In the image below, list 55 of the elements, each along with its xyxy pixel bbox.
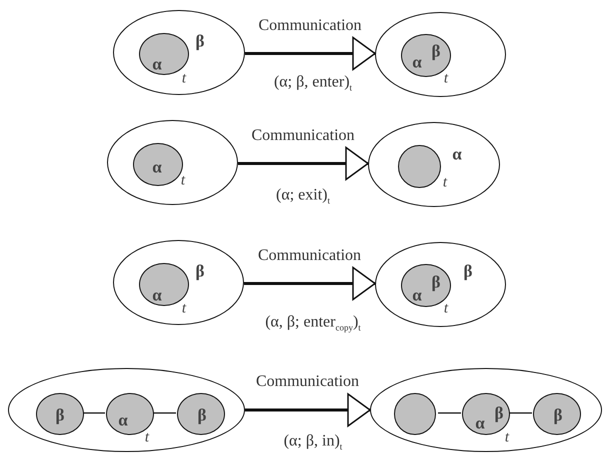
- membrane-circle: [462, 393, 510, 435]
- membrane-tag: t: [444, 302, 448, 316]
- membrane-tag: t: [180, 174, 186, 188]
- rule-label: (α; β, enter)$_{t}$: [272, 73, 354, 93]
- membrane-label: α: [412, 286, 422, 304]
- arrow: [245, 393, 371, 427]
- membrane-circle: [533, 393, 581, 435]
- rule-label: (α; β, in)$_{t}$: [282, 432, 344, 452]
- connector-line: [438, 412, 461, 414]
- membrane-ellipse: [113, 240, 244, 325]
- rule-label: (α; exit)$_{t}$: [274, 186, 332, 206]
- membrane-label: α: [152, 56, 162, 72]
- membrane-label: α: [475, 414, 485, 432]
- membrane-circle: [106, 393, 154, 435]
- membrane-label: β: [56, 406, 64, 424]
- membrane-label: β: [196, 262, 204, 280]
- connector-line: [153, 412, 176, 414]
- membrane-circle: [398, 145, 440, 188]
- membrane-tag: t: [182, 302, 186, 316]
- membrane-ellipse: [107, 120, 238, 205]
- membrane-label: α: [152, 286, 162, 304]
- membrane-circle: [394, 393, 436, 435]
- membrane-label: β: [432, 274, 440, 290]
- arrow: [245, 36, 376, 70]
- membrane-circle: [133, 143, 183, 186]
- membrane-circle: [139, 33, 189, 75]
- membrane-ellipse: [375, 12, 506, 97]
- membrane-circle: [36, 393, 84, 435]
- membrane-circle: [139, 263, 189, 306]
- membrane-ellipse: [8, 368, 245, 452]
- membrane-tag: t: [504, 430, 510, 446]
- membrane-tag: t: [182, 72, 186, 86]
- rule-label: (α, β; enter$_{copy}$)$_{t}$: [263, 313, 363, 333]
- membrane-ellipse: [370, 368, 602, 452]
- membrane-ellipse: [368, 122, 500, 207]
- membrane-ellipse: [113, 10, 245, 95]
- connector-line: [83, 412, 105, 414]
- membrane-label: β: [464, 262, 472, 280]
- membrane-label: α: [118, 412, 128, 428]
- membrane-label: β: [198, 406, 206, 424]
- membrane-tag: t: [442, 176, 448, 190]
- membrane-tag: t: [144, 430, 150, 446]
- membrane-label: α: [412, 54, 422, 70]
- connector-line: [509, 412, 532, 414]
- membrane-label: β: [494, 404, 504, 422]
- membrane-label: α: [152, 158, 162, 176]
- membrane-tag: t: [444, 72, 448, 86]
- arrow: [238, 146, 369, 180]
- membrane-circle: [177, 393, 225, 435]
- membrane-label: β: [432, 42, 440, 60]
- membrane-label: α: [452, 146, 462, 162]
- arrow: [244, 266, 376, 300]
- membrane-ellipse: [375, 242, 506, 327]
- membrane-label: β: [196, 32, 204, 50]
- membrane-label: β: [554, 406, 562, 424]
